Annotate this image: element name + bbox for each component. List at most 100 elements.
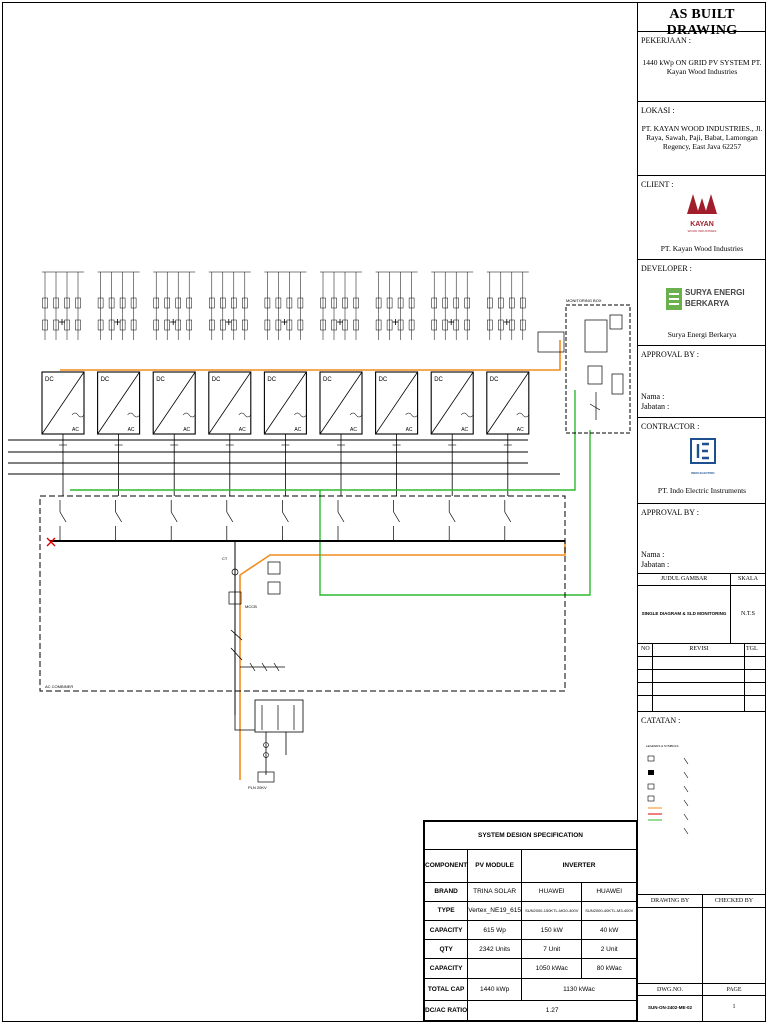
spec-row-inv1: 150 kW <box>521 919 583 941</box>
dc-label: DC <box>323 377 332 383</box>
contractor-value: PT. Indo Electric Instruments <box>657 486 747 495</box>
spec-row-inv1: SUN2000-150KTL-MG0-400V <box>521 900 583 921</box>
dc-label: DC <box>267 377 276 383</box>
legend-symbols <box>647 755 689 835</box>
dc-label: DC <box>156 377 165 383</box>
ac-busbars <box>8 439 560 475</box>
dc-label: DC <box>212 377 221 383</box>
ac-label: AC <box>350 427 357 433</box>
skala-label: SKALA <box>737 576 758 582</box>
inverter-block: DC AC <box>152 271 196 496</box>
ac-label: AC <box>294 427 301 433</box>
spec-row-inv2: 40 kW <box>581 919 637 941</box>
spec-total-inv: 1130 kWac <box>521 977 637 1001</box>
contractor-logo-text: INDO ELECTRIC <box>691 471 715 475</box>
system-spec-table: SYSTEM DESIGN SPECIFICATION COMPONENT PV… <box>423 820 638 1022</box>
approval-jabatan: Jabatan : <box>641 402 670 411</box>
spec-row-label: TYPE <box>423 900 469 921</box>
developer-value: Surya Energi Berkarya <box>667 330 737 339</box>
ct-label: CT <box>222 556 228 561</box>
catatan-label: CATATAN : <box>641 716 681 725</box>
inverter-block: DC AC <box>97 271 141 496</box>
spec-total-pv: 1440 kWp <box>467 977 523 1001</box>
developer-logo-line2: BERKARYA <box>685 299 730 308</box>
contractor-label: CONTRACTOR : <box>641 422 700 431</box>
spec-col-inverter: INVERTER <box>521 849 637 883</box>
surya-logo-icon <box>666 288 682 310</box>
mv-switchgear <box>254 699 304 733</box>
spec-row: BRAND TRINA SOLAR HUAWEI HUAWEI <box>423 881 637 902</box>
inverter-block: DC AC <box>263 271 307 496</box>
dc-label: DC <box>101 377 110 383</box>
dwg-no-value: SUN-ON-2402-ME-02 <box>647 1005 692 1010</box>
inverter-block: DC AC <box>486 271 530 496</box>
ac-label: AC <box>517 427 524 433</box>
spec-row: CAPACITY 615 Wp 150 kW 40 kW <box>423 919 637 941</box>
skala-value: N.T.S <box>741 611 755 617</box>
spec-ratio-label: DC/AC RATIO <box>423 999 469 1022</box>
spec-row-label: BRAND <box>423 881 469 902</box>
spec-row-pv: 615 Wp <box>467 919 523 941</box>
no-label: NO <box>641 646 650 652</box>
spec-row-pv <box>467 958 523 979</box>
ac-label: AC <box>128 427 135 433</box>
inverter-block: DC AC <box>319 271 363 496</box>
spec-row-inv2: SUN2000-40KTL-M3-400V <box>581 900 637 921</box>
ac-label: AC <box>406 427 413 433</box>
checked-by-label: CHECKED BY <box>714 898 754 904</box>
monitoring-box <box>565 304 631 434</box>
spec-row: QTY 2342 Units 7 Unit 2 Unit <box>423 939 637 960</box>
spec-row-pv: 2342 Units <box>467 939 523 960</box>
approval2-nama: Nama : <box>641 550 665 559</box>
location-value: PT. KAYAN WOOD INDUSTRIES., Jl. Raya, Sa… <box>641 124 763 151</box>
judul-label: JUDUL GAMBAR <box>660 576 708 582</box>
spec-row-label: CAPACITY <box>423 958 469 979</box>
approval2-label: APPROVAL BY : <box>641 508 699 517</box>
developer-label: DEVELOPER : <box>641 264 692 273</box>
developer-logo: SURYA ENERGI BERKARYA <box>666 284 746 314</box>
mccb-label: MCCB <box>245 604 257 609</box>
spec-row-inv1: 1050 kWac <box>521 958 583 979</box>
indo-electric-logo-icon <box>690 438 716 464</box>
monitoring-label: MONITORING BOX <box>566 298 602 303</box>
title-block: AS BUILT DRAWING PEKERJAAN : 1440 kWp ON… <box>637 2 766 1022</box>
green-ground-cable-2 <box>319 430 591 596</box>
client-logo: KAYAN WOOD INDUSTRIES <box>685 190 719 236</box>
ac-label: AC <box>72 427 79 433</box>
client-value: PT. Kayan Wood Industries <box>660 244 744 253</box>
orange-ac-cable <box>239 540 566 780</box>
pln-label: PLN 20KV <box>248 785 267 790</box>
revisi-label: REVISI <box>689 646 709 652</box>
drawing-title: AS BUILT DRAWING <box>666 7 738 38</box>
dc-label: DC <box>45 377 54 383</box>
contractor-logo: INDO ELECTRIC <box>686 438 720 476</box>
spec-row-pv: TRINA SOLAR <box>467 881 523 902</box>
judul-value: SINGLE DIAGRAM & SLD MONITORING <box>641 611 727 616</box>
dwg-no-label: DWG.NO. <box>657 987 683 993</box>
ac-label: AC <box>461 427 468 433</box>
project-value: 1440 kWp ON GRID PV SYSTEM PT. Kayan Woo… <box>642 58 762 76</box>
drawing-by-label: DRAWING BY <box>650 898 690 904</box>
kayan-logo-icon <box>687 194 717 214</box>
ac-label: AC <box>183 427 190 433</box>
inverter-block: DC AC <box>41 271 85 496</box>
spec-row: CAPACITY 1050 kWac 80 kWac <box>423 958 637 979</box>
approval2-jabatan: Jabatan : <box>641 560 670 569</box>
ac-combiner-box <box>39 495 566 692</box>
orange-communication-cable <box>60 340 561 371</box>
approval-nama: Nama : <box>641 392 665 401</box>
dc-label: DC <box>379 377 388 383</box>
spec-row-inv2: HUAWEI <box>581 881 637 902</box>
spec-row-inv1: HUAWEI <box>521 881 583 902</box>
green-ground-cable <box>70 390 576 491</box>
spec-row-inv1: 7 Unit <box>521 939 583 960</box>
developer-logo-line1: SURYA ENERGI <box>685 288 745 297</box>
spec-col-pv: PV MODULE <box>467 849 523 883</box>
page-label: PAGE <box>726 987 742 993</box>
dc-label: DC <box>490 377 499 383</box>
